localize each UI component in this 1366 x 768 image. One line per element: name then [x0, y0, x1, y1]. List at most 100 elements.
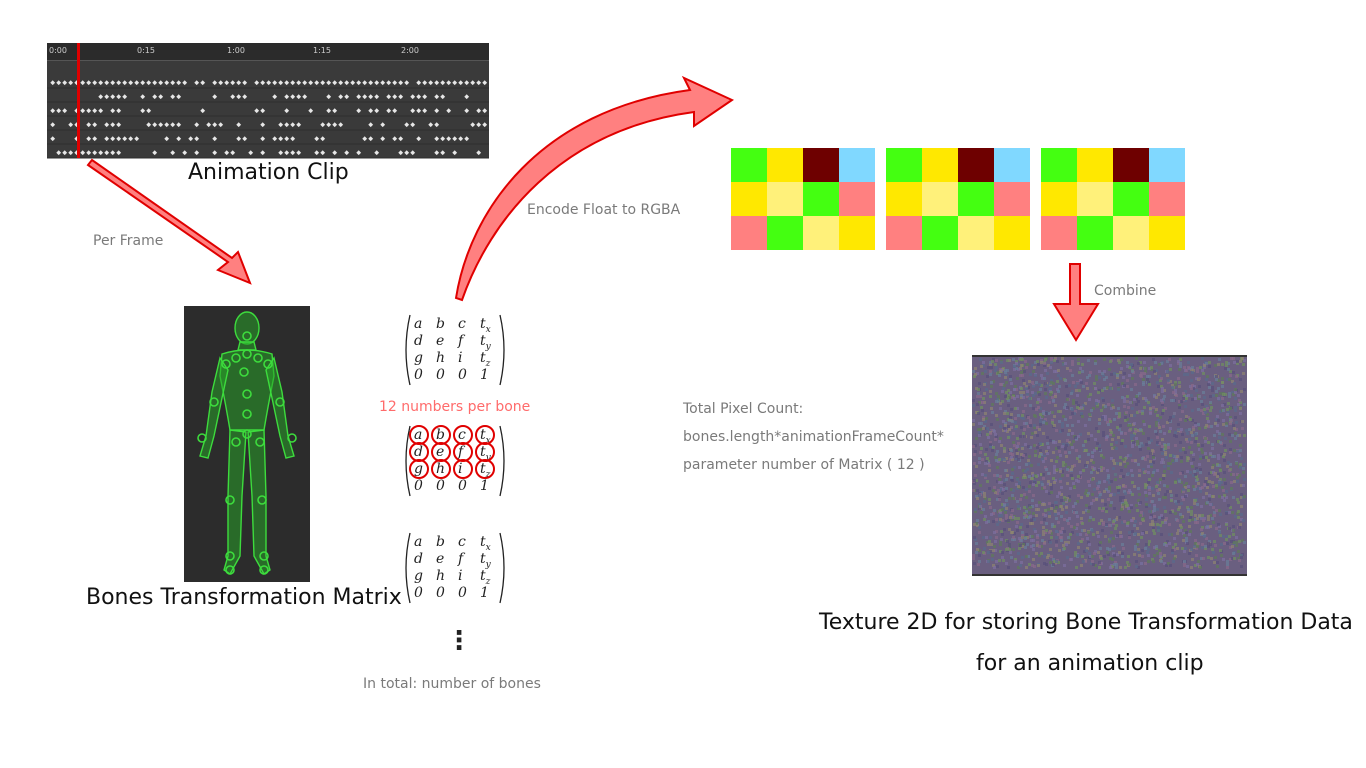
matrix-entry: 1 — [480, 585, 489, 601]
keyframe-diamond — [278, 122, 284, 128]
keyframe-diamond — [392, 136, 398, 142]
keyframe-diamond — [464, 108, 470, 114]
keyframe-diamond — [80, 108, 86, 114]
keyframe-diamond — [410, 150, 416, 156]
keyframe-diamond — [284, 108, 290, 114]
keyframe-diamond — [428, 122, 434, 128]
keyframe-diamond — [98, 108, 104, 114]
keyframe-diamond — [296, 94, 302, 100]
keyframe-diamond — [338, 122, 344, 128]
keyframe-diamond — [110, 136, 116, 142]
pixel-count-title: Total Pixel Count: — [683, 401, 804, 417]
matrix-entry: g — [414, 568, 423, 584]
timeline-ruler — [47, 43, 489, 61]
texture-title-line2: for an animation clip — [976, 651, 1204, 676]
matrix-entry: tz — [480, 568, 491, 587]
keyframe-diamond — [362, 136, 368, 142]
keyframe-diamond — [404, 150, 410, 156]
rgba-pixel — [958, 216, 994, 250]
animation-clip-label: Animation Clip — [188, 160, 349, 185]
keyframe-diamond — [68, 122, 74, 128]
matrix-entry: 0 — [458, 585, 467, 601]
keyframe-diamond — [284, 150, 290, 156]
matrix-entry: 1 — [480, 478, 489, 494]
texture-noise — [972, 357, 1246, 569]
matrix-entry: b — [436, 316, 445, 332]
rgba-pixel — [1041, 148, 1077, 182]
rgba-pixel — [1041, 216, 1077, 250]
keyframe-diamond — [284, 94, 290, 100]
keyframe-diamond — [278, 80, 284, 86]
keyframe-diamond — [272, 136, 278, 142]
keyframe-diamond — [128, 136, 134, 142]
keyframe-diamond — [332, 150, 338, 156]
rgba-pixel — [1149, 182, 1185, 216]
keyframe-diamond — [116, 150, 122, 156]
matrix-entry: i — [458, 568, 463, 584]
rgba-pixel — [839, 216, 875, 250]
matrix-entry: f — [458, 551, 464, 567]
matrix-entry: 0 — [436, 585, 445, 601]
bone-data-texture — [972, 355, 1247, 576]
rgba-pixel — [994, 148, 1030, 182]
keyframe-diamond — [356, 108, 362, 114]
keyframe-diamond — [86, 122, 92, 128]
keyframe-diamond — [476, 108, 482, 114]
keyframe-diamond — [254, 80, 260, 86]
rgba-pixel — [1077, 216, 1113, 250]
rgba-pixel — [1113, 148, 1149, 182]
keyframe-diamond — [314, 136, 320, 142]
keyframe-diamond — [398, 150, 404, 156]
keyframe-diamond — [374, 108, 380, 114]
rgba-pixel — [767, 182, 803, 216]
keyframe-diamond — [434, 122, 440, 128]
keyframe-diamond — [278, 136, 284, 142]
keyframe-diamond — [320, 122, 326, 128]
keyframe-diamond — [170, 150, 176, 156]
playhead[interactable] — [77, 43, 80, 158]
encode-label: Encode Float to RGBA — [527, 202, 681, 218]
keyframe-diamond — [440, 150, 446, 156]
keyframe-diamond — [368, 108, 374, 114]
matrix-entry: 0 — [436, 478, 445, 494]
matrix-entry: tz — [480, 461, 491, 480]
rgba-pixel — [803, 148, 839, 182]
keyframe-diamond — [260, 150, 266, 156]
keyframe-diamond — [296, 80, 302, 86]
keyframe-diamond — [110, 122, 116, 128]
rgba-pixel — [1041, 182, 1077, 216]
matrix-entry: tz — [480, 350, 491, 369]
matrix-entry: 0 — [436, 367, 445, 383]
keyframe-diamond — [134, 136, 140, 142]
keyframe-diamond — [296, 122, 302, 128]
matrix-entry: 0 — [458, 478, 467, 494]
keyframe-diamond — [272, 94, 278, 100]
keyframe-diamond — [374, 150, 380, 156]
keyframe-diamond — [398, 136, 404, 142]
matrix-brackets — [405, 425, 505, 497]
keyframe-diamond — [482, 122, 488, 128]
keyframe-diamond — [476, 122, 482, 128]
per-frame-label: Per Frame — [93, 233, 164, 249]
matrix-entry: g — [414, 461, 423, 477]
combine-label: Combine — [1094, 283, 1157, 299]
keyframe-diamond — [278, 150, 284, 156]
keyframe-diamond — [122, 136, 128, 142]
rgba-pixel — [958, 148, 994, 182]
matrix-entry: f — [458, 333, 464, 349]
keyframe-diamond — [110, 108, 116, 114]
keyframe-diamond — [290, 80, 296, 86]
timeline-tick: 0:00 — [49, 46, 67, 55]
keyframe-diamond — [260, 136, 266, 142]
in-total-label: In total: number of bones — [363, 676, 541, 692]
matrix-entry: g — [414, 350, 423, 366]
rgba-pixel — [731, 182, 767, 216]
keyframe-diamond — [434, 108, 440, 114]
matrix-entry: c — [458, 427, 466, 443]
keyframe-diamond — [266, 80, 272, 86]
matrix-entry: 0 — [414, 367, 423, 383]
rgba-pixel — [803, 216, 839, 250]
